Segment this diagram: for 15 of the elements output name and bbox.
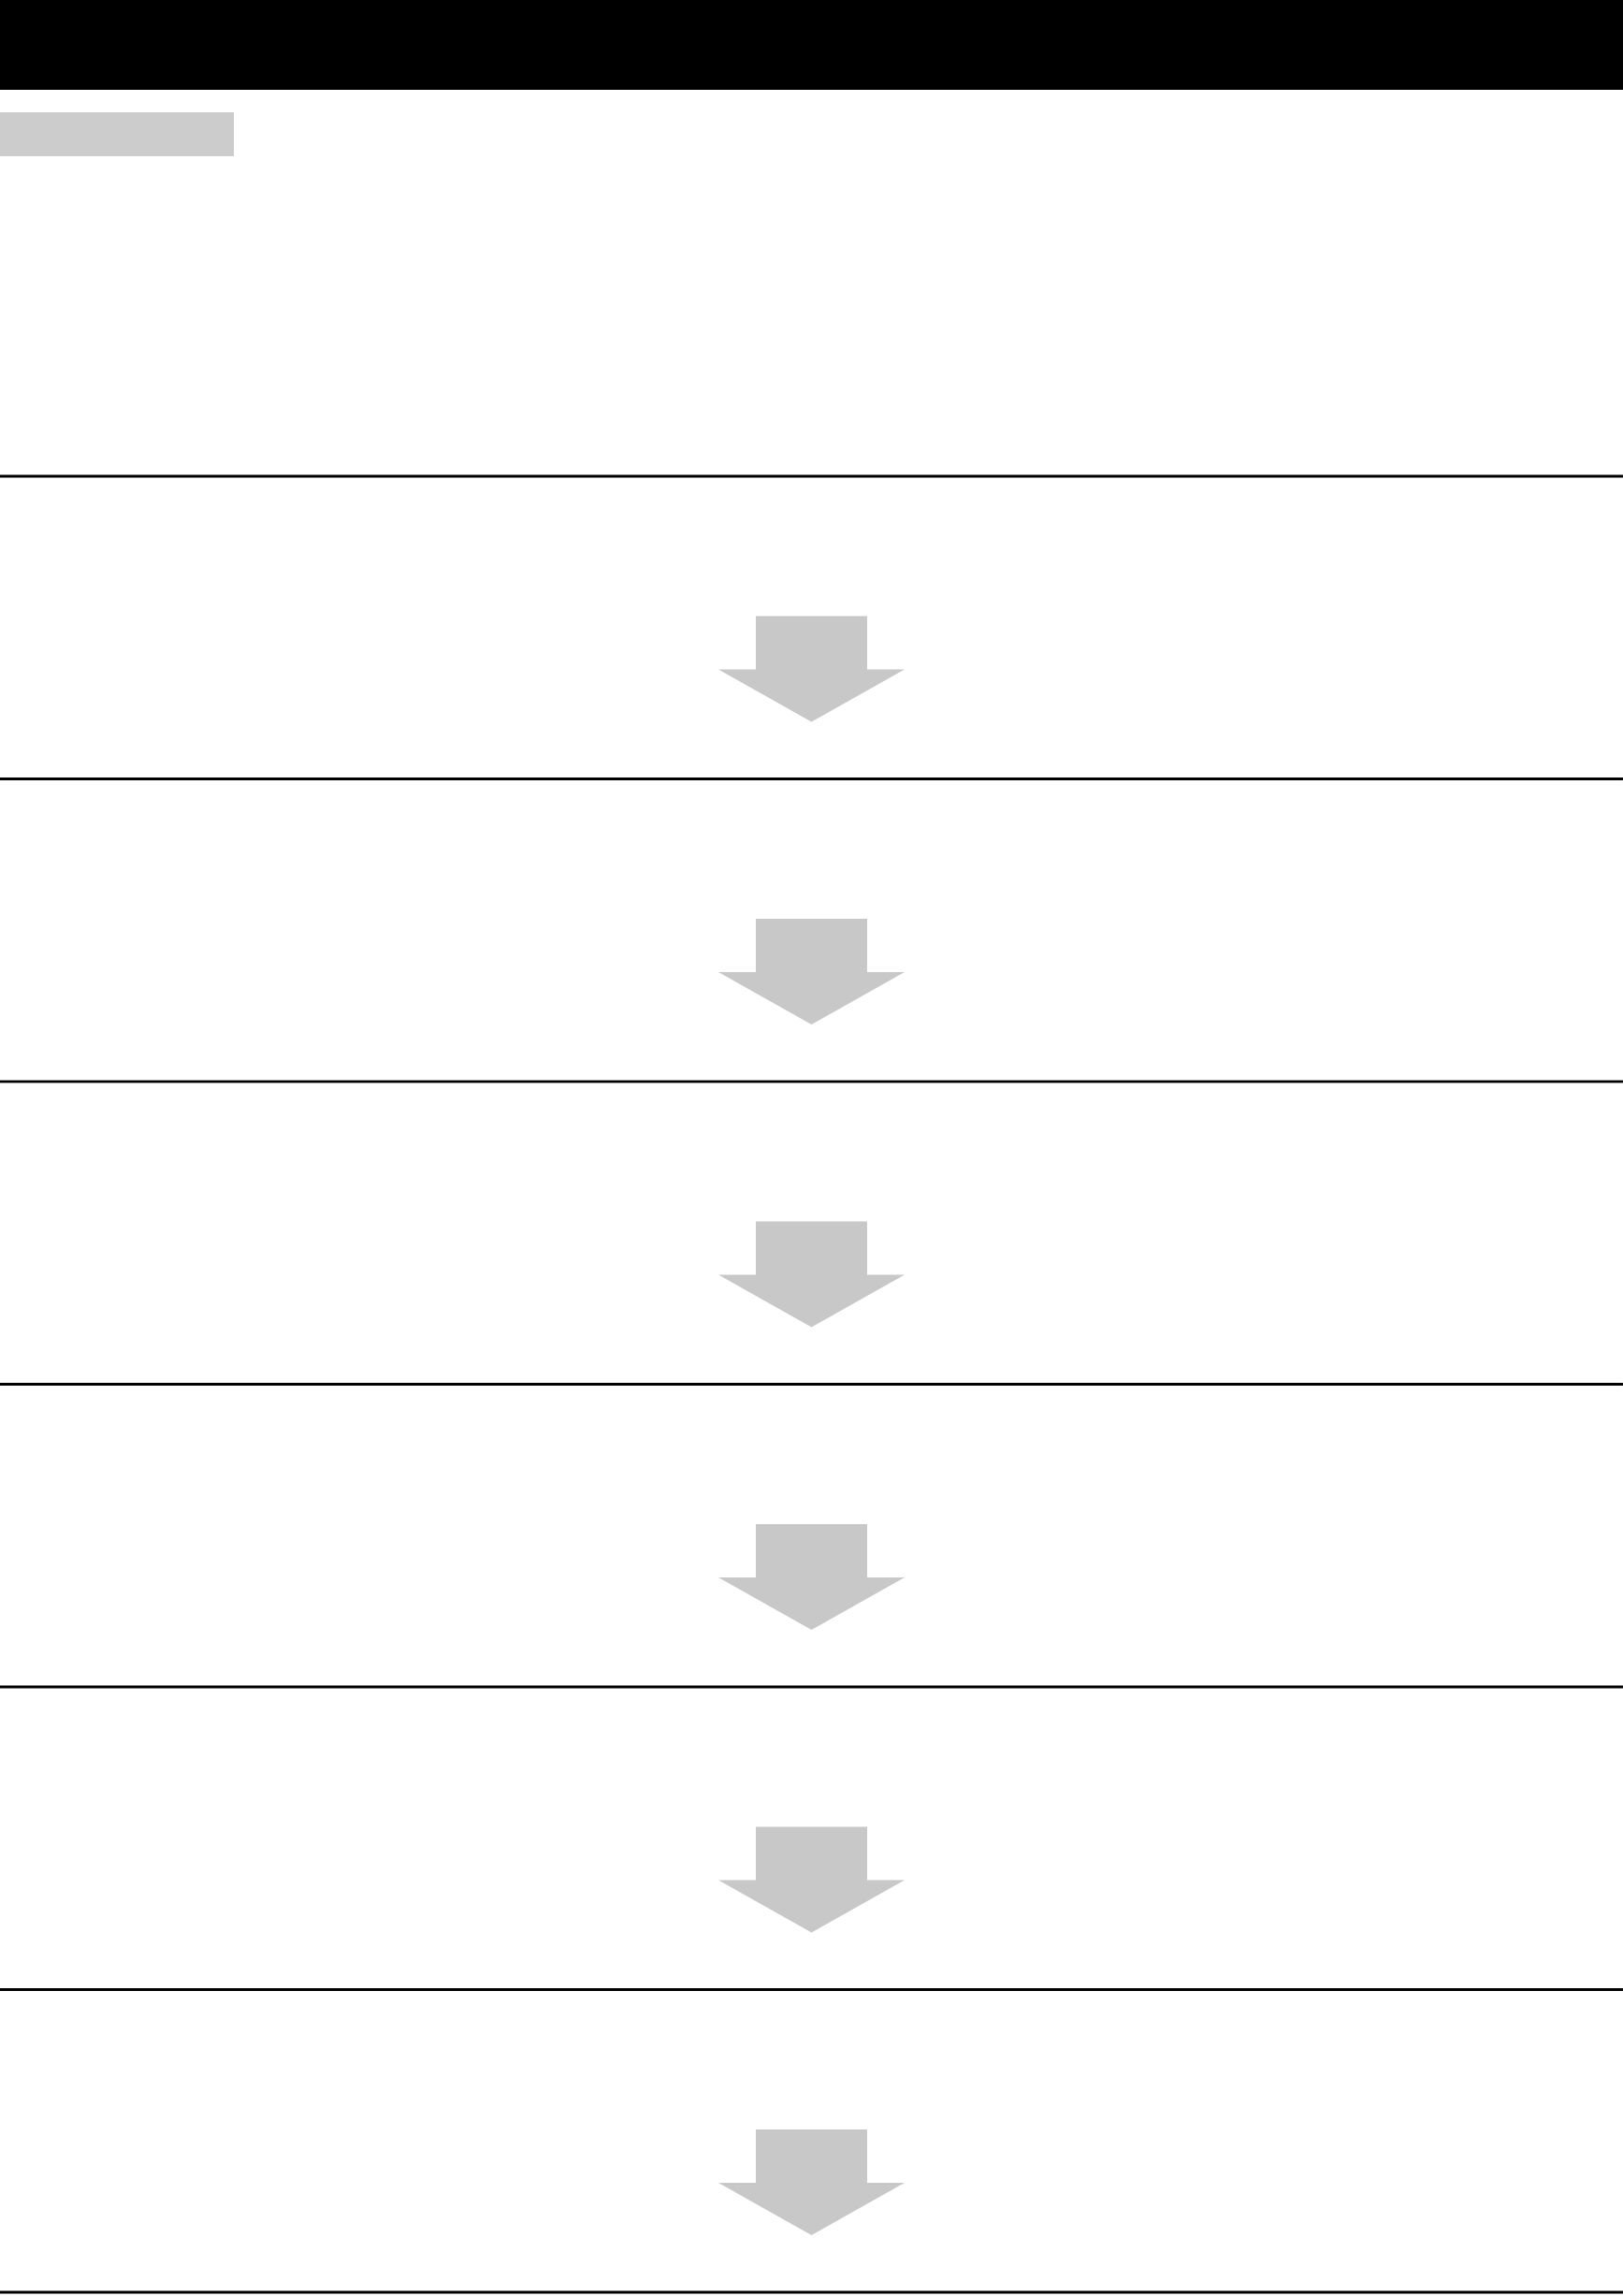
- arrow: [718, 2129, 905, 2236]
- arrow: [718, 616, 905, 722]
- section-band: [0, 777, 1623, 780]
- tab: [0, 112, 234, 156]
- arrow: [718, 1826, 905, 1933]
- section-band: [0, 1685, 1623, 1689]
- header-bar: [0, 0, 1623, 90]
- section-band: [0, 1080, 1623, 1083]
- section-band: [0, 474, 1623, 478]
- section-band: [0, 1383, 1623, 1386]
- section-band: [0, 2290, 1623, 2294]
- section-band: [0, 1988, 1623, 1992]
- arrow: [718, 1524, 905, 1630]
- arrow: [718, 1221, 905, 1328]
- arrow: [718, 919, 905, 1024]
